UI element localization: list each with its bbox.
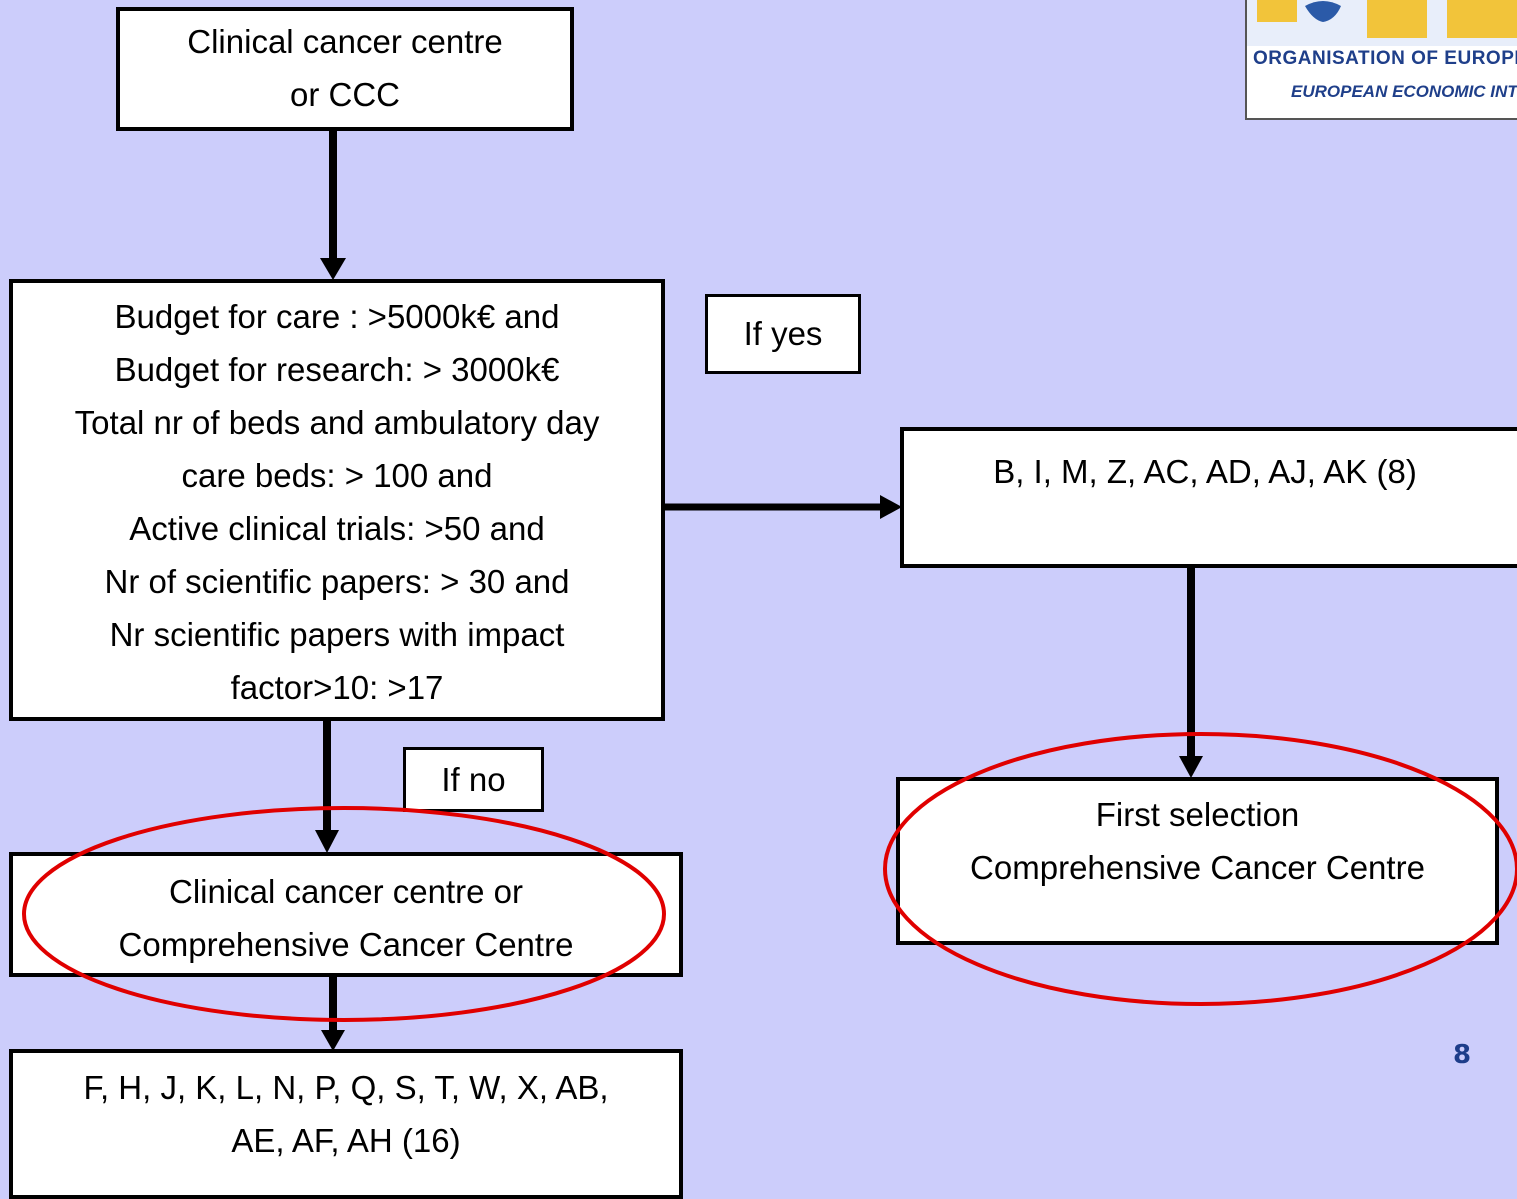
criteria-line-2: Budget for research: > 3000k€ — [114, 351, 560, 388]
node-yes-result: B, I, M, Z, AC, AD, AJ, AK (8) — [900, 427, 1517, 568]
criteria-line-8: factor>10: >17 — [230, 669, 444, 706]
highlight-ellipse-no-result — [22, 806, 666, 1022]
node-first-selection: First selection Comprehensive Cancer Cen… — [896, 777, 1499, 945]
arrowhead-start-to-criteria — [320, 258, 346, 280]
criteria-line-4: care beds: > 100 and — [181, 457, 493, 494]
criteria-line-1: Budget for care : >5000k€ and — [114, 298, 560, 335]
first-selection-line-1: First selection — [1095, 796, 1300, 833]
logo-emblem-graphic — [1257, 0, 1517, 38]
arrowhead-criteria-to-no-result — [315, 830, 339, 853]
node-start: Clinical cancer centre or CCC — [116, 7, 574, 131]
arrowhead-yes-result-to-first-selection — [1179, 756, 1203, 778]
label-if-no-text: If no — [441, 761, 506, 798]
highlight-ellipse-first-selection — [883, 732, 1517, 1006]
yes-result-text: B, I, M, Z, AC, AD, AJ, AK (8) — [993, 453, 1417, 490]
no-result-line-2: Comprehensive Cancer Centre — [118, 926, 574, 963]
organisation-logo: ORGANISATION OF EUROPEAN CA EUROPEAN ECO… — [1245, 0, 1517, 120]
logo-text-eeig: EUROPEAN ECONOMIC INTERES — [1291, 82, 1517, 101]
label-if-no: If no — [403, 747, 544, 812]
criteria-line-5: Active clinical trials: >50 and — [129, 510, 545, 547]
node-criteria: Budget for care : >5000k€ and Budget for… — [9, 279, 665, 721]
no-result-line-1: Clinical cancer centre or — [169, 873, 523, 910]
no-list-line-1: F, H, J, K, L, N, P, Q, S, T, W, X, AB, — [83, 1069, 609, 1106]
criteria-line-7: Nr scientific papers with impact — [109, 616, 565, 653]
label-if-yes: If yes — [705, 294, 861, 374]
node-start-line-2: or CCC — [289, 76, 400, 113]
logo-text-organisation: ORGANISATION OF EUROPEAN CA — [1253, 48, 1517, 69]
arrowhead-criteria-to-yes-result — [880, 495, 902, 519]
first-selection-line-2: Comprehensive Cancer Centre — [970, 849, 1425, 886]
label-if-yes-text: If yes — [743, 315, 823, 352]
page-number: 8 — [1453, 1040, 1472, 1070]
arrowhead-no-result-to-list — [321, 1030, 345, 1051]
criteria-line-6: Nr of scientific papers: > 30 and — [104, 563, 570, 600]
node-start-line-1: Clinical cancer centre — [187, 23, 503, 60]
logo-emblem — [1247, 0, 1517, 46]
node-no-result: Clinical cancer centre or Comprehensive … — [9, 852, 683, 977]
criteria-line-3: Total nr of beds and ambulatory day — [74, 404, 600, 441]
node-no-list: F, H, J, K, L, N, P, Q, S, T, W, X, AB, … — [9, 1049, 683, 1199]
no-list-line-2: AE, AF, AH (16) — [231, 1122, 461, 1159]
